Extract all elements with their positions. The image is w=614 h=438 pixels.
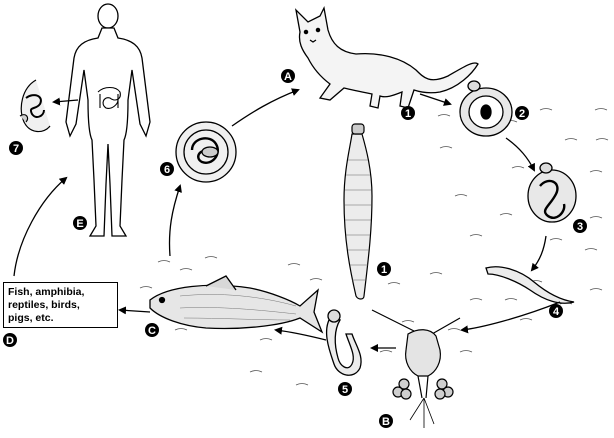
- svg-text:4: 4: [553, 306, 560, 318]
- badge-D: D: [3, 333, 17, 347]
- badge-5: 5: [338, 382, 352, 396]
- svg-text:D: D: [6, 335, 14, 347]
- host-box-line-3: pigs, etc.: [8, 312, 54, 324]
- egg: [459, 80, 513, 137]
- badge-6: 6: [160, 162, 174, 176]
- svg-text:3: 3: [577, 221, 583, 233]
- svg-text:7: 7: [13, 143, 19, 155]
- fish-second-intermediate-host: [149, 275, 324, 334]
- svg-text:B: B: [382, 416, 390, 428]
- copepod-first-intermediate-host: [371, 309, 461, 428]
- badge-B: B: [379, 414, 393, 428]
- intestine-detail: [19, 79, 51, 133]
- host-box-line-1: Fish, amphibia,: [8, 286, 85, 298]
- svg-text:5: 5: [342, 384, 348, 396]
- svg-text:A: A: [284, 71, 292, 83]
- adult-tapeworm: [343, 123, 373, 300]
- badge-3: 3: [573, 219, 587, 233]
- encysted-larva: [175, 121, 237, 183]
- badge-7: 7: [9, 141, 23, 155]
- cat-definitive-host: [294, 5, 479, 109]
- cycle-arrows: [13, 88, 561, 352]
- paratenic-hosts-box: Fish, amphibia, reptiles, birds, pigs, e…: [3, 282, 118, 328]
- svg-text:2: 2: [519, 108, 525, 120]
- badge-C: C: [145, 323, 159, 337]
- badge-2: 2: [515, 106, 529, 120]
- svg-text:1: 1: [381, 264, 387, 276]
- badge-4: 4: [549, 304, 563, 318]
- host-box-line-2: reptiles, birds,: [8, 299, 80, 311]
- coracidium: [527, 162, 577, 223]
- svg-text:E: E: [76, 218, 83, 230]
- badge-1-tapeworm: 1: [377, 262, 391, 276]
- svg-text:6: 6: [164, 164, 170, 176]
- procercoid-larva: [485, 266, 575, 304]
- plerocercoid-larva: [326, 309, 362, 376]
- badge-E: E: [73, 216, 87, 230]
- svg-text:1: 1: [405, 108, 411, 120]
- human-host: [65, 3, 151, 237]
- badge-1: 1: [401, 106, 415, 120]
- svg-text:C: C: [148, 325, 156, 337]
- badge-A: A: [281, 69, 295, 83]
